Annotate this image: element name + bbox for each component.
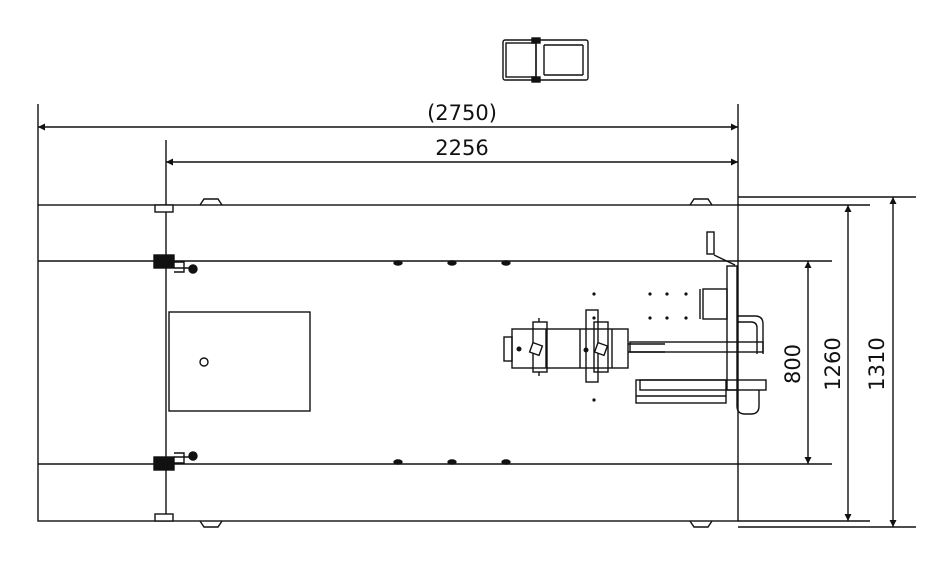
hinges xyxy=(153,204,198,522)
top-latches xyxy=(199,198,713,528)
car-topview-icon xyxy=(502,37,589,83)
label-overall-width: 1310 xyxy=(865,337,889,390)
rail-bolts xyxy=(393,260,511,465)
label-inner-length: 2256 xyxy=(435,136,488,160)
dimension-overall-length xyxy=(37,104,739,205)
dimension-inner-length xyxy=(165,140,738,205)
dot-pattern xyxy=(592,292,688,402)
cover-plate xyxy=(168,311,311,412)
label-overall-length: (2750) xyxy=(427,101,497,125)
motor-assembly xyxy=(503,309,665,383)
label-inner-width: 800 xyxy=(781,344,805,384)
lift-frame xyxy=(37,204,739,522)
control-arm xyxy=(629,231,767,415)
label-mid-width: 1260 xyxy=(821,337,845,390)
